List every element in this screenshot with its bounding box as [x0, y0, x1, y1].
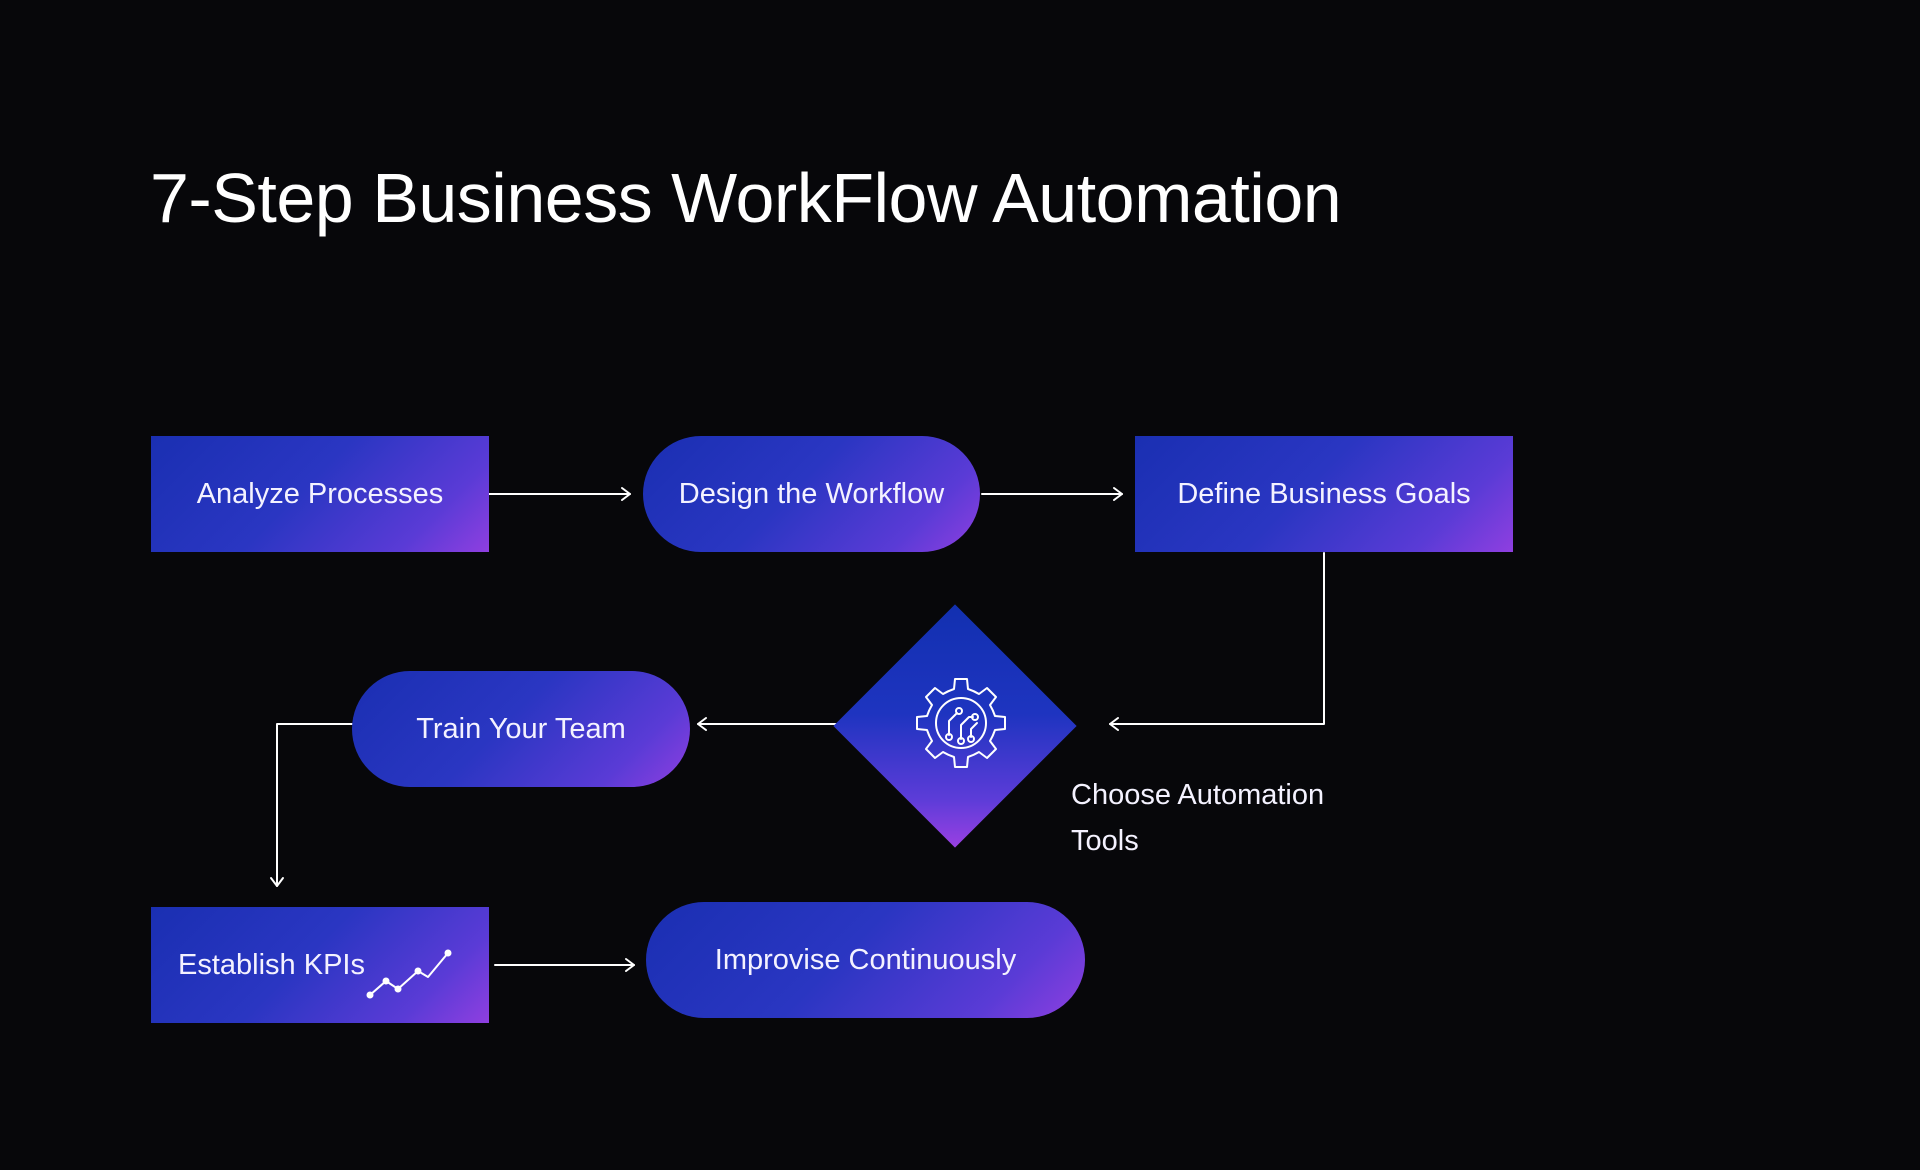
- diagram-title: 7-Step Business WorkFlow Automation: [150, 159, 1342, 237]
- step-improve-label: Improvise Continuously: [714, 943, 1017, 976]
- step-design-label: Design the Workflow: [678, 477, 945, 510]
- step-analyze-processes: Analyze Processes: [151, 436, 489, 552]
- trend-line-icon: [366, 949, 452, 999]
- step-train-team: Train Your Team: [352, 671, 690, 787]
- step-establish-kpis: Establish KPIs: [151, 907, 489, 1023]
- step-analyze-label: Analyze Processes: [196, 477, 444, 510]
- step-choose-tools-label: Choose Automation Tools: [1071, 779, 1325, 857]
- arrow-goals-to-tools: [1109, 552, 1325, 725]
- arrowhead-goals: [1113, 487, 1123, 501]
- arrowhead-improve: [625, 958, 635, 972]
- arrowhead-train: [697, 717, 707, 731]
- arrowhead-tools: [1109, 717, 1119, 731]
- arrowhead-design: [621, 487, 631, 501]
- step-design-workflow: Design the Workflow: [643, 436, 980, 552]
- gear-circuit-icon: [916, 678, 1006, 768]
- step-train-label: Train Your Team: [416, 712, 626, 745]
- step-goals-label: Define Business Goals: [1177, 477, 1471, 510]
- step-kpis-label: Establish KPIs: [178, 948, 365, 981]
- arrow-train-to-kpis: [276, 723, 353, 887]
- step-define-goals: Define Business Goals: [1135, 436, 1513, 552]
- arrowhead-kpis: [270, 877, 284, 887]
- step-improvise-continuously: Improvise Continuously: [646, 902, 1085, 1018]
